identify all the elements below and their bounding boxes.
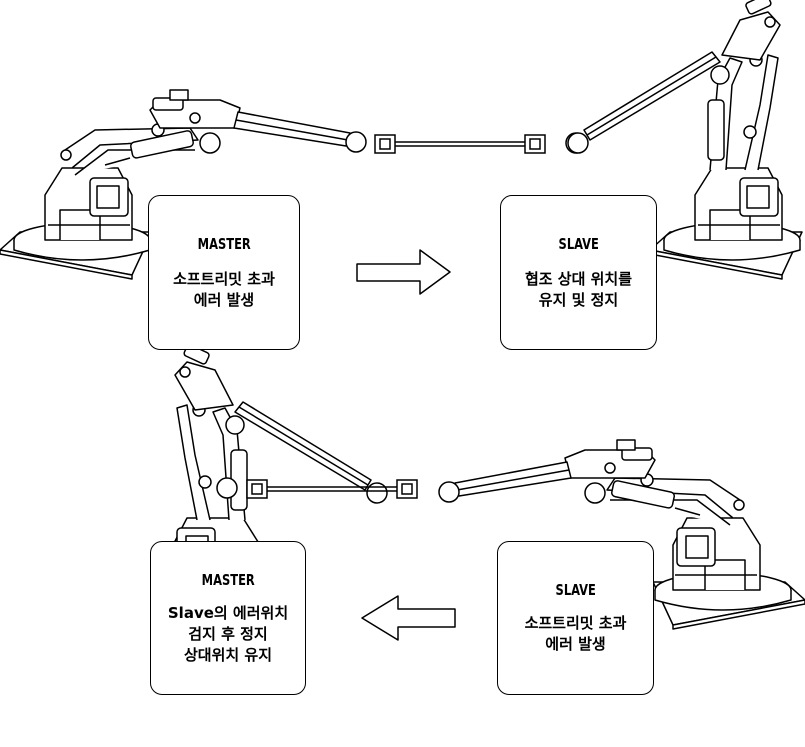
master-status-box-bottom: MASTER Slave의 에러위치 검지 후 정지 상대위치 유지 xyxy=(150,541,306,695)
master-title-bottom: MASTER xyxy=(201,570,255,589)
slave-line-2-top: 유지 및 정지 xyxy=(538,290,619,309)
slave-line-1-top: 협조 상대 위치를 xyxy=(524,269,633,288)
master-line-2-top: 에러 발생 xyxy=(193,290,255,309)
slave-robot-top xyxy=(565,0,803,280)
slave-title-bottom: SLAVE xyxy=(555,581,596,599)
master-line-1-top: 소프트리밋 초과 xyxy=(173,269,275,288)
slave-status-box-bottom: SLAVE 소프트리밋 초과 에러 발생 xyxy=(497,541,654,695)
master-status-box-top: MASTER 소프트리밋 초과 에러 발생 xyxy=(148,195,300,350)
top-panel xyxy=(0,0,803,295)
slave-line-1-bottom: 소프트리밋 초과 xyxy=(524,614,627,632)
left-arrow-icon xyxy=(361,595,456,641)
master-title-top: MASTER xyxy=(197,234,251,253)
master-line-2-bottom: 검지 후 정지 xyxy=(188,624,268,643)
rigid-coupler-top xyxy=(374,134,546,154)
slave-title-top: SLAVE xyxy=(558,234,599,253)
slave-robot-bottom xyxy=(216,439,805,630)
master-line-1-bottom: Slave의 에러위치 xyxy=(167,603,289,622)
right-arrow-icon xyxy=(356,249,451,295)
master-line-3-bottom: 상대위치 유지 xyxy=(183,645,273,664)
slave-status-box-top: SLAVE 협조 상대 위치를 유지 및 정지 xyxy=(500,195,657,350)
bottom-panel xyxy=(152,343,805,641)
rigid-coupler-bottom xyxy=(246,479,418,499)
slave-line-2-bottom: 에러 발생 xyxy=(545,635,606,653)
